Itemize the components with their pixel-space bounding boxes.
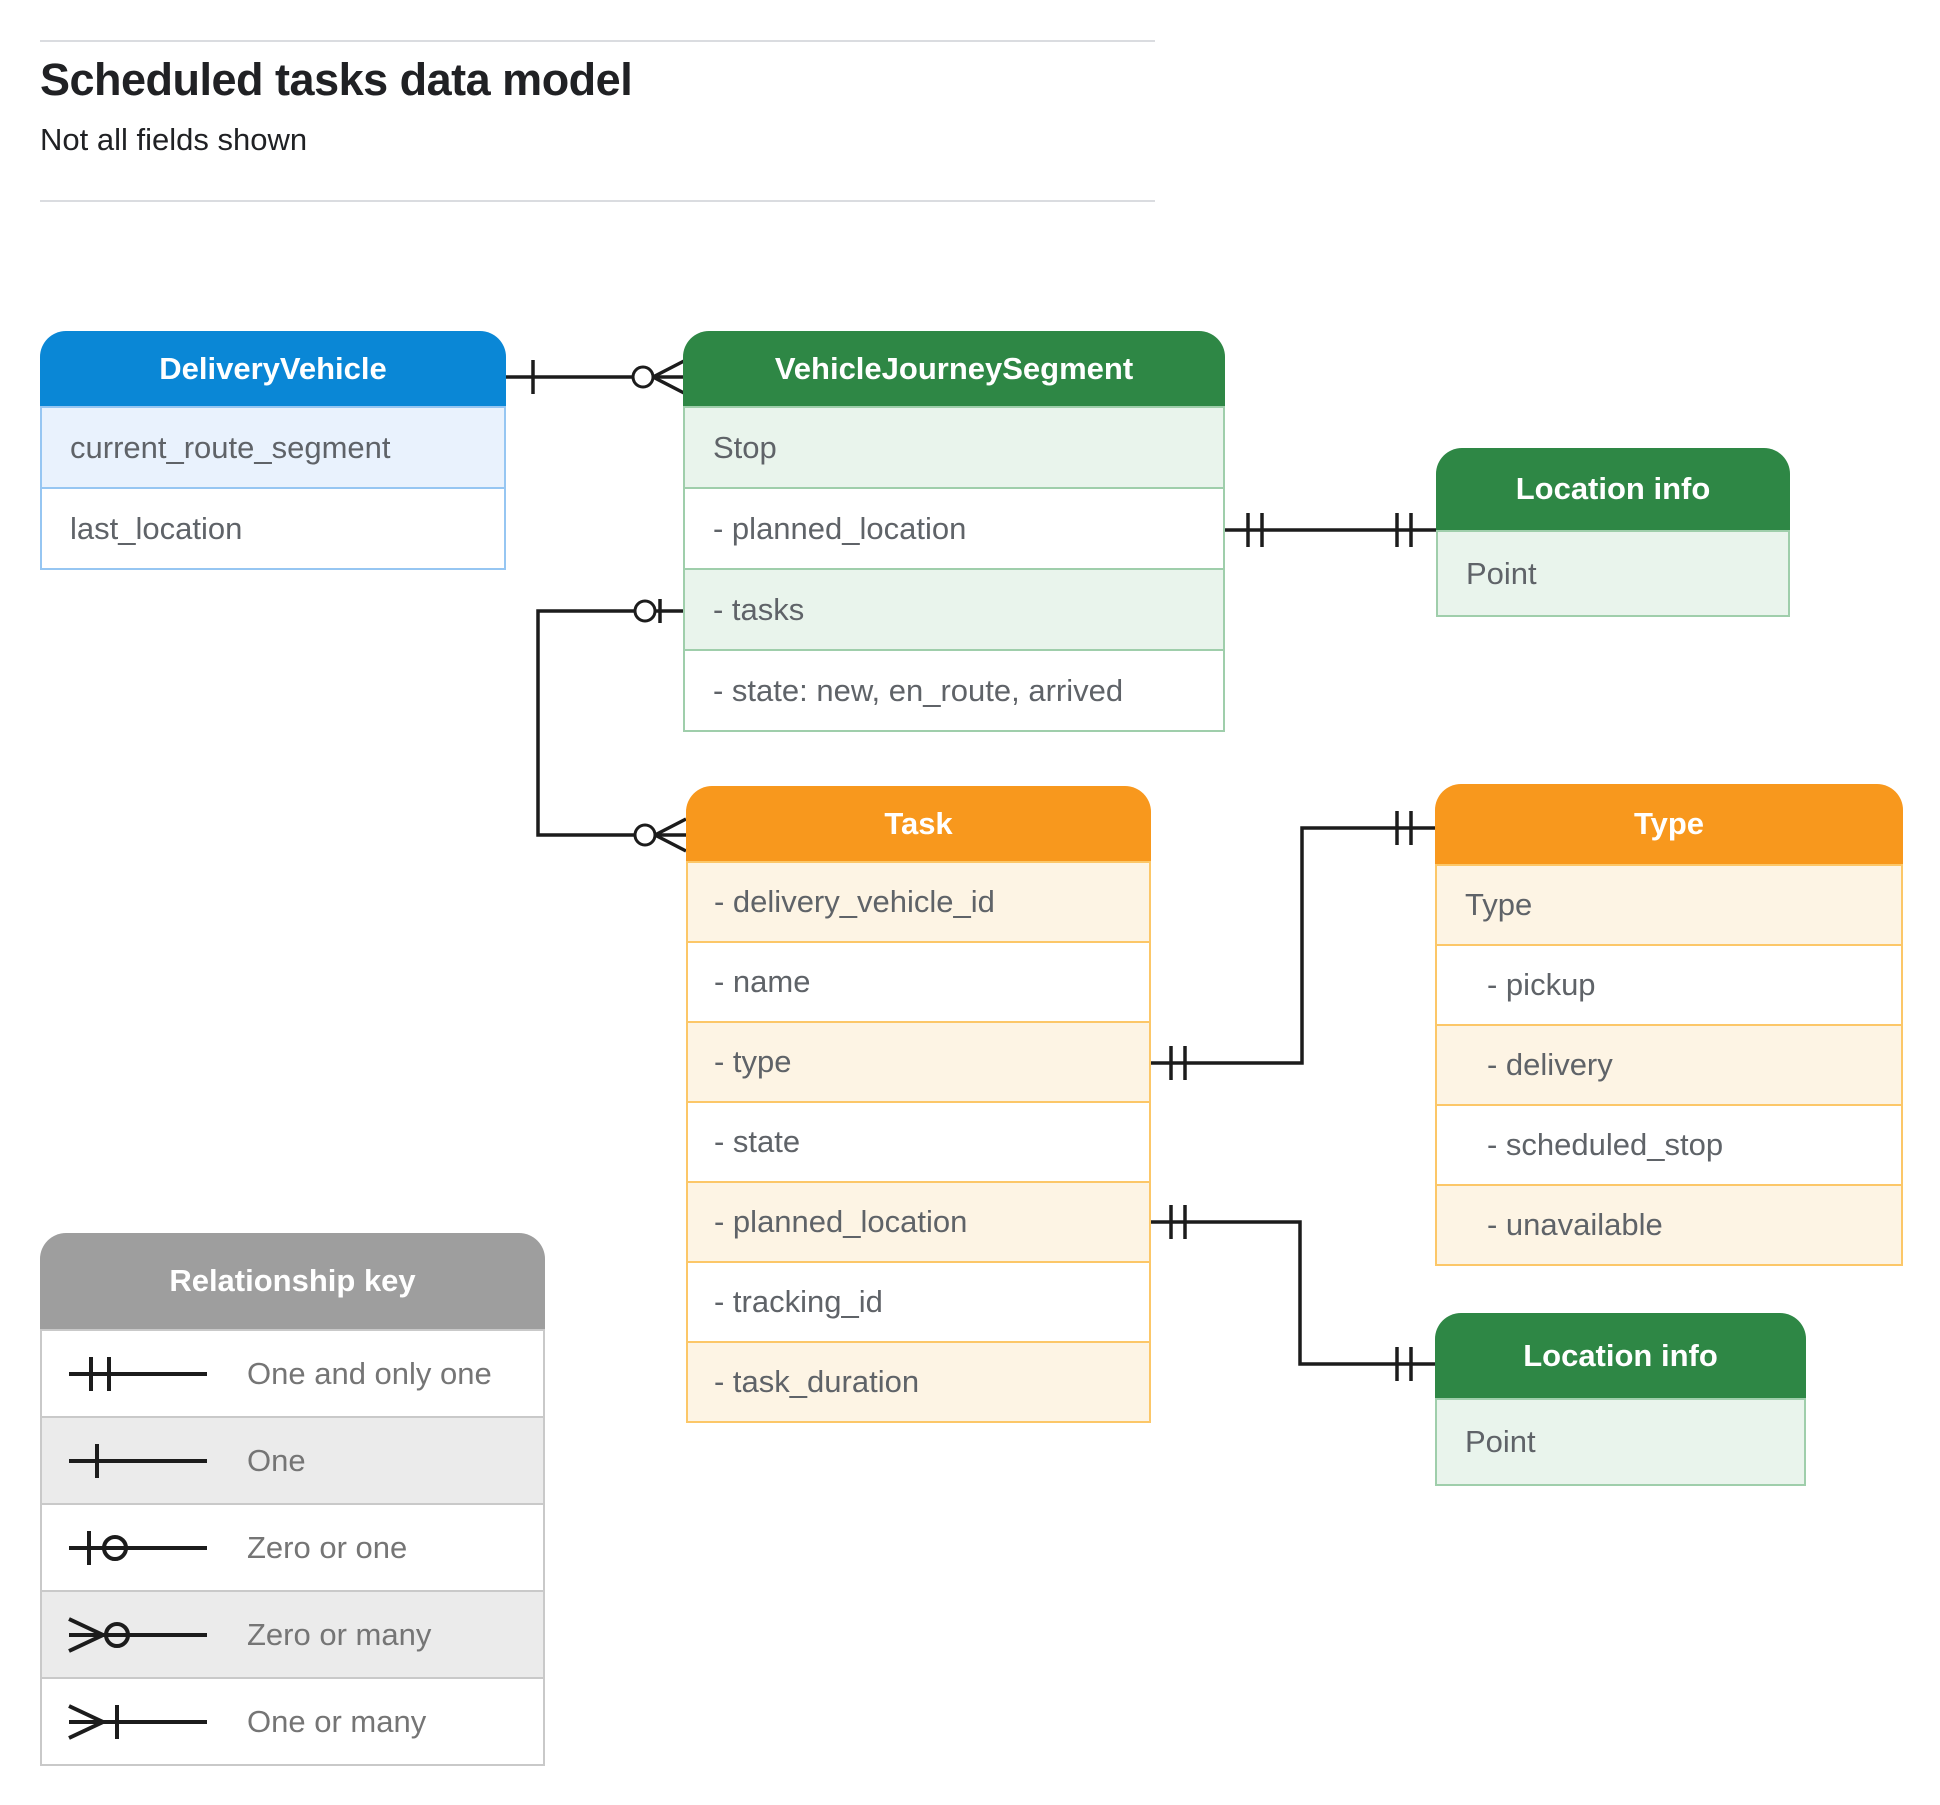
entity-row: - name	[688, 941, 1149, 1021]
legend-row: Zero or one	[42, 1503, 543, 1590]
entity-header: Location info	[1436, 448, 1790, 530]
one-symbol-icon	[69, 1443, 207, 1478]
field-label: last_location	[70, 510, 243, 546]
connector-tasks-task	[536, 599, 687, 853]
field-label: Stop	[713, 429, 777, 465]
legend-label: Zero or many	[247, 1616, 432, 1652]
entity-row: - task_duration	[688, 1341, 1149, 1421]
field-label: - scheduled_stop	[1487, 1127, 1724, 1162]
entity-row: - delivery_vehicle_id	[688, 861, 1149, 941]
page-title: Scheduled tasks data model	[40, 54, 633, 105]
entity-location-info-bottom: Location info Point	[1435, 1313, 1806, 1486]
legend-row: Zero or many	[42, 1590, 543, 1677]
many-crowfoot-marker	[652, 359, 685, 395]
field-label: - pickup	[1487, 967, 1596, 1002]
legend-row: One	[42, 1416, 543, 1503]
legend-label: Zero or one	[247, 1529, 408, 1565]
field-label: Point	[1466, 555, 1537, 591]
field-label: Type	[1465, 887, 1533, 922]
entity-row: - tasks	[685, 568, 1223, 649]
entity-header: DeliveryVehicle	[40, 331, 506, 406]
connector-tasktype-type	[1151, 811, 1435, 1080]
field-label: - name	[714, 964, 811, 999]
zero-or-many-symbol-icon	[68, 1616, 207, 1653]
field-label: - task_duration	[714, 1364, 920, 1399]
field-label: - state	[714, 1124, 801, 1159]
field-label: - planned_location	[714, 1204, 968, 1239]
legend-row: One and only one	[42, 1329, 543, 1416]
field-label: - tracking_id	[714, 1284, 883, 1319]
zero-or-one-symbol-icon	[69, 1530, 207, 1565]
zero-circle-marker	[631, 365, 655, 389]
entity-row: - state	[688, 1101, 1149, 1181]
field-label: current_route_segment	[70, 429, 391, 465]
field-label: - planned_location	[713, 510, 967, 546]
entity-row: - tracking_id	[688, 1261, 1149, 1341]
entity-header: VehicleJourneySegment	[683, 331, 1225, 406]
legend-label: One and only one	[247, 1355, 492, 1391]
field-label: Point	[1465, 1424, 1536, 1459]
entity-row: - pickup	[1437, 944, 1901, 1024]
entity-location-info-top: Location info Point	[1436, 448, 1790, 617]
entity-row: Point	[1438, 530, 1788, 615]
many-crowfoot-marker	[654, 817, 687, 853]
entity-header: Location info	[1435, 1313, 1806, 1398]
field-label: - state: new, en_route, arrived	[713, 672, 1124, 708]
entity-row: Point	[1437, 1398, 1804, 1484]
field-label: - delivery_vehicle_id	[714, 884, 995, 919]
legend-label: One	[247, 1442, 306, 1478]
page-subtitle: Not all fields shown	[40, 122, 308, 157]
zero-circle-marker	[633, 823, 657, 847]
entity-type: Type Type - pickup - delivery - schedule…	[1435, 784, 1903, 1266]
entity-row: - type	[688, 1021, 1149, 1101]
relationship-key: Relationship key One and only one One Ze	[40, 1233, 545, 1766]
legend-header: Relationship key	[40, 1233, 545, 1329]
entity-row: - delivery	[1437, 1024, 1901, 1104]
entity-delivery-vehicle: DeliveryVehicle current_route_segment la…	[40, 331, 506, 570]
entity-task: Task - delivery_vehicle_id - name - type…	[686, 786, 1151, 1423]
connector-deliveryvehicle-vehiclejourneysegment	[506, 359, 685, 395]
entity-row: current_route_segment	[42, 406, 504, 487]
legend-label: One or many	[247, 1703, 427, 1739]
entity-row: last_location	[42, 487, 504, 568]
entity-header: Task	[686, 786, 1151, 861]
entity-row: - state: new, en_route, arrived	[685, 649, 1223, 730]
field-label: - unavailable	[1487, 1207, 1663, 1242]
field-label: - type	[714, 1044, 792, 1079]
entity-row: - unavailable	[1437, 1184, 1901, 1264]
field-label: - tasks	[713, 591, 805, 627]
entity-header: Type	[1435, 784, 1903, 864]
zero-circle-marker	[633, 599, 657, 623]
one-or-many-symbol-icon	[68, 1703, 207, 1740]
entity-row: - planned_location	[685, 487, 1223, 568]
one-and-only-one-symbol-icon	[69, 1356, 207, 1391]
connector-plannedlocation-locationinfo-top	[1225, 513, 1436, 547]
entity-row: - scheduled_stop	[1437, 1104, 1901, 1184]
title-divider	[40, 200, 1155, 202]
connector-taskplannedlocation-locationinfo-bottom	[1151, 1205, 1435, 1381]
field-label: - delivery	[1487, 1047, 1613, 1082]
entity-row: Type	[1437, 864, 1901, 944]
legend-row: One or many	[42, 1677, 543, 1764]
entity-row: - planned_location	[688, 1181, 1149, 1261]
entity-row: Stop	[685, 406, 1223, 487]
entity-vehicle-journey-segment: VehicleJourneySegment Stop - planned_loc…	[683, 331, 1225, 732]
top-divider	[40, 40, 1155, 42]
